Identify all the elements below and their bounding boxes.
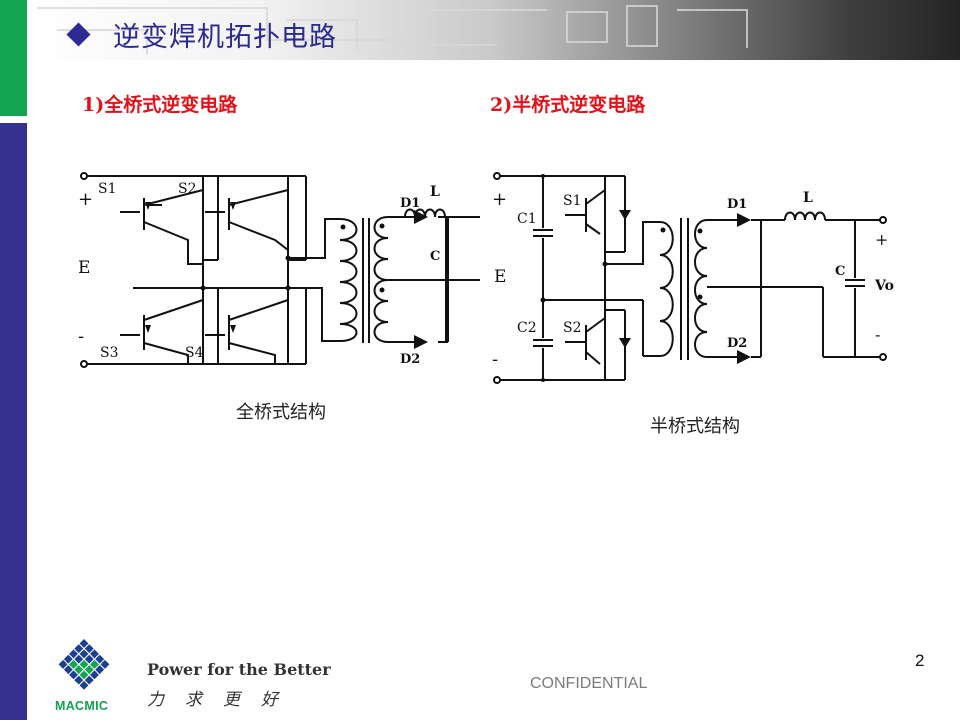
logo-text: MACMIC — [55, 699, 109, 713]
label-c: C — [835, 264, 845, 279]
label-s1: S1 — [98, 181, 117, 197]
full-bridge-circuit: + - E S1 S2 S3 S4 D1 D2 L C — [78, 172, 480, 368]
label-s2: S2 — [563, 320, 582, 336]
diamond-bullet-icon — [66, 21, 91, 47]
slogan-chinese: 力求更好 — [147, 690, 299, 710]
page-number: 2 — [915, 651, 925, 670]
terminal-plus — [80, 172, 88, 180]
slide-title: 逆变焊机拓扑电路 — [113, 21, 337, 53]
label-d1: D1 — [400, 196, 420, 211]
label-s1: S1 — [563, 193, 582, 209]
label-l: L — [803, 190, 813, 206]
label-vo: Vo — [874, 278, 894, 294]
sidebar-green-bar — [0, 0, 27, 116]
label-l: L — [430, 184, 440, 200]
caption-half-bridge: 半桥式结构 — [650, 416, 740, 437]
label-s2: S2 — [178, 181, 197, 197]
diode-d1 — [414, 210, 428, 224]
header-circuit-pattern — [37, 5, 748, 55]
label-c: C — [430, 249, 440, 264]
label-d1: D1 — [727, 197, 747, 212]
label-c1: C1 — [517, 211, 537, 227]
label-minus: - — [492, 349, 498, 370]
section-heading-half-bridge: 2)半桥式逆变电路 — [490, 94, 646, 116]
terminal-minus — [80, 360, 88, 368]
label-s3: S3 — [100, 345, 119, 361]
section-heading-full-bridge: 1)全桥式逆变电路 — [82, 94, 238, 116]
label-d2: D2 — [727, 336, 747, 351]
macmic-logo-icon — [58, 639, 110, 690]
label-e: E — [494, 267, 506, 287]
confidential-label: CONFIDENTIAL — [530, 675, 648, 692]
header-band — [27, 0, 960, 60]
title-row: 逆变焊机拓扑电路 — [66, 14, 337, 54]
diode-d2 — [414, 335, 428, 349]
label-plus: + — [78, 189, 93, 210]
label-e: E — [78, 258, 90, 278]
label-plus: + — [492, 189, 507, 210]
half-bridge-circuit: + - E C1 C2 S1 S2 D1 D2 L C + - Vo — [492, 172, 894, 384]
label-out-minus: - — [875, 325, 880, 344]
label-d2: D2 — [400, 352, 420, 367]
sidebar-blue-bar — [0, 123, 27, 720]
label-minus: - — [78, 326, 84, 347]
label-c2: C2 — [517, 320, 537, 336]
label-out-plus: + — [875, 230, 888, 249]
slogan-english: Power for the Better — [147, 660, 331, 679]
caption-full-bridge: 全桥式结构 — [236, 402, 326, 423]
label-s4: S4 — [185, 345, 204, 361]
